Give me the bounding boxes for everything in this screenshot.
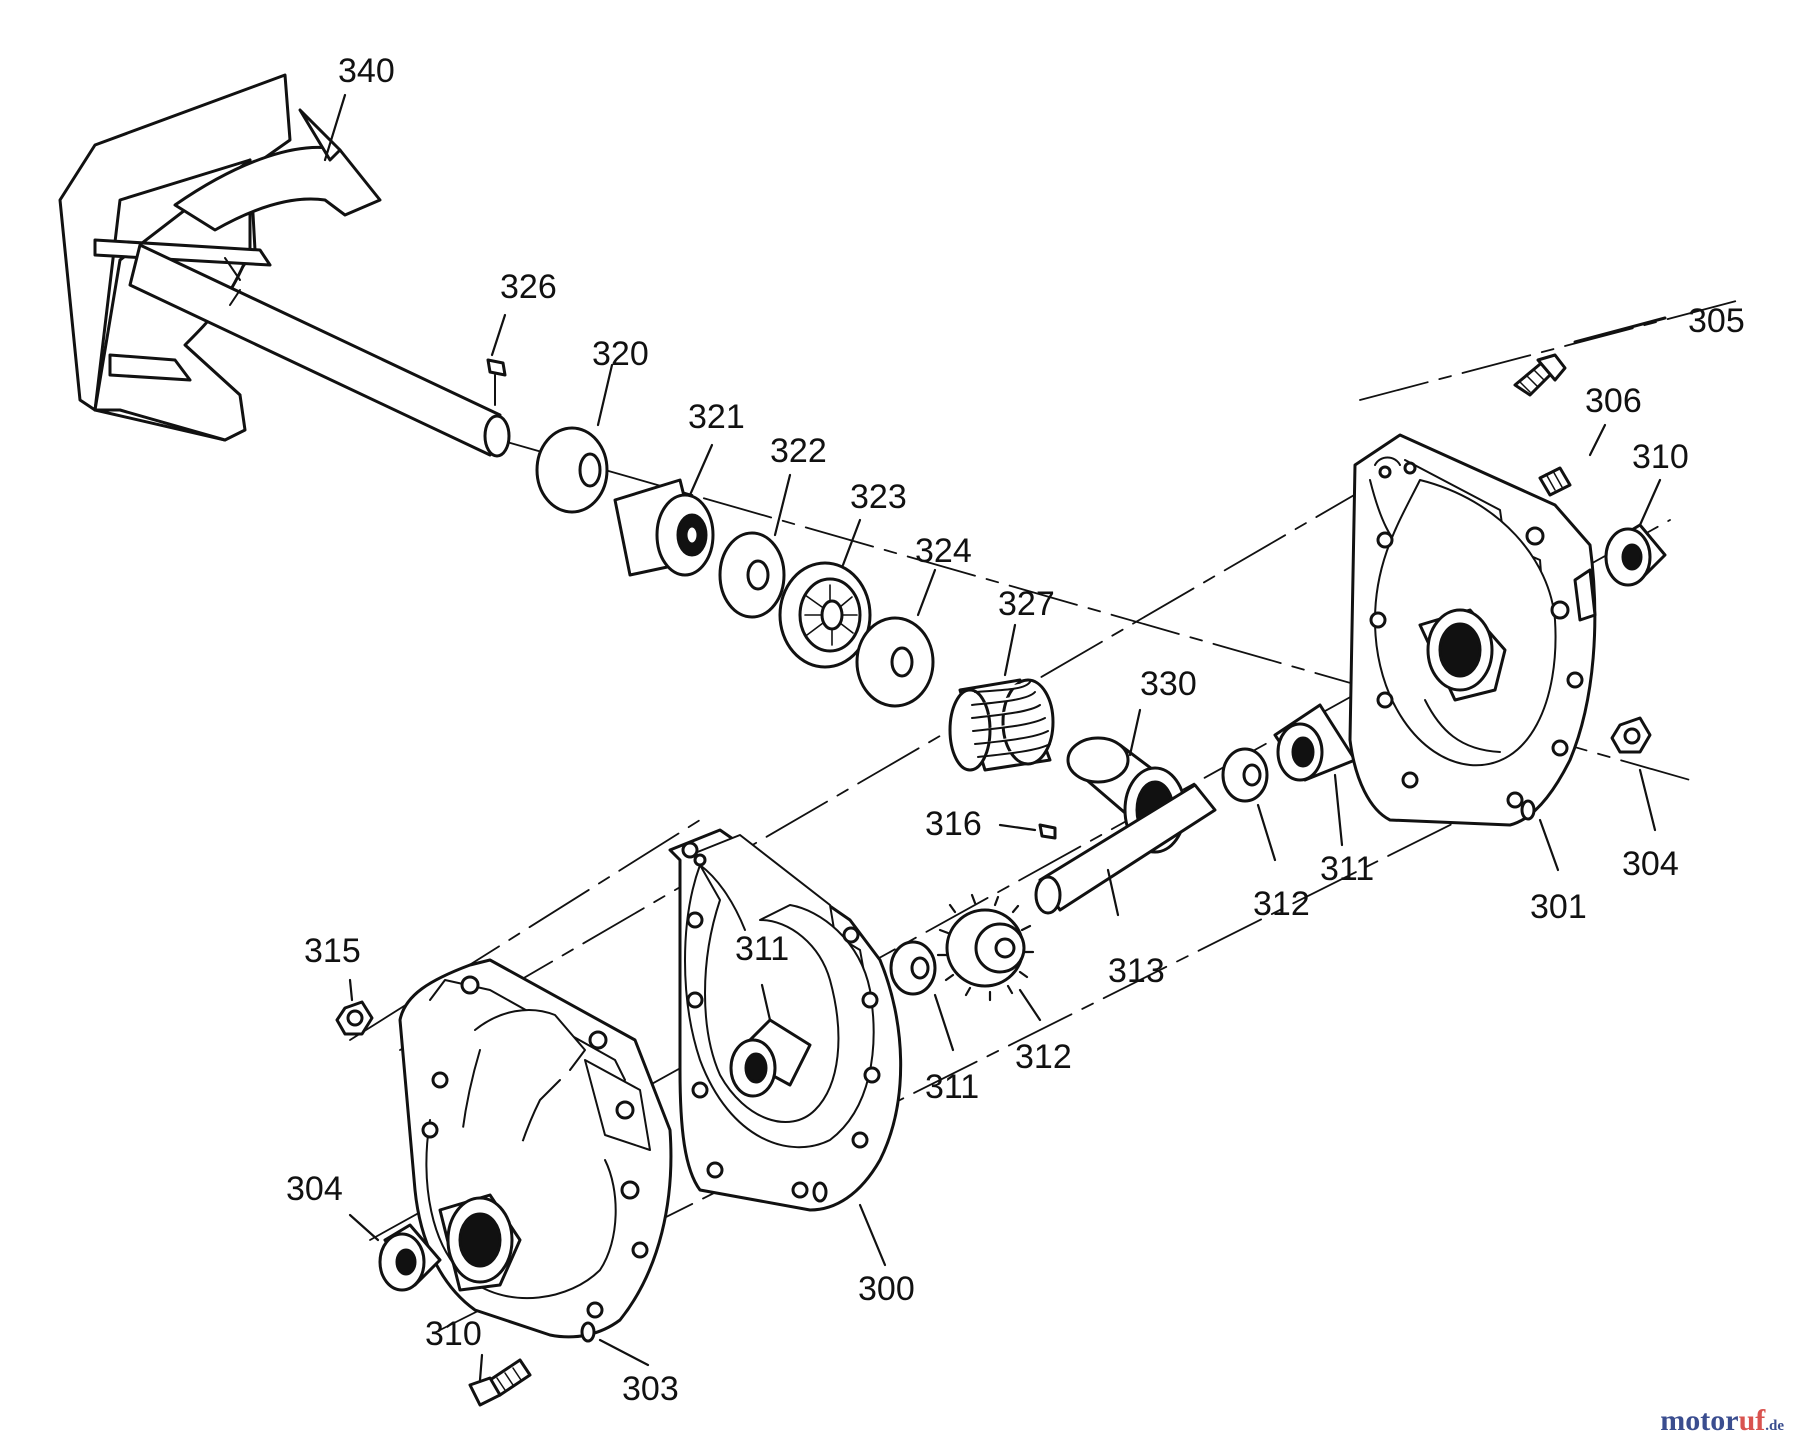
thrust-bearing-323 [778, 561, 872, 669]
label-330: 330 [1140, 665, 1197, 703]
nut-304-right [1610, 716, 1652, 754]
leader-lines [323, 93, 1667, 1382]
label-323: 323 [850, 478, 907, 516]
key-326 [486, 358, 507, 406]
label-312-right: 312 [1253, 885, 1310, 923]
washer-312-left [889, 940, 937, 996]
worm-gear-327 [948, 678, 1055, 772]
label-314: 300 [858, 1270, 915, 1308]
label-301: 301 [1530, 888, 1587, 926]
bolt-303 [468, 1358, 532, 1407]
label-327: 327 [998, 585, 1055, 623]
label-310-right: 310 [1632, 438, 1689, 476]
label-312-left: 311 [925, 1068, 979, 1106]
washer-322 [718, 531, 786, 619]
bushing-310-left [378, 1223, 442, 1292]
label-300: 303 [622, 1370, 679, 1408]
washer-324 [855, 616, 935, 708]
watermark-part2: uf [1738, 1404, 1766, 1437]
label-303: 310 [425, 1315, 482, 1353]
bushing-311-right [1273, 703, 1357, 782]
key-316 [1038, 823, 1057, 840]
setscrew-306 [1538, 466, 1572, 497]
bushing-310-right [1604, 523, 1667, 587]
bushing-311-left [729, 1018, 812, 1098]
label-326: 326 [500, 268, 557, 306]
label-304-right: 304 [1622, 845, 1679, 883]
watermark-part1: motor [1660, 1404, 1739, 1437]
label-322: 322 [770, 432, 827, 470]
shaft-313 [1034, 783, 1217, 915]
bolt-305 [1513, 353, 1567, 397]
label-316: 316 [925, 805, 982, 843]
part-labels: 340 326 320 321 322 323 324 327 330 316 … [286, 52, 1745, 1408]
nut-304-left [335, 1000, 374, 1036]
gasket-314 [668, 828, 903, 1212]
label-311-left: 311 [735, 930, 789, 968]
label-305: 305 [1688, 302, 1745, 340]
washer-320 [535, 426, 609, 514]
label-310-left: 304 [286, 1170, 343, 1208]
label-304-left: 315 [304, 932, 361, 970]
label-340: 340 [338, 52, 395, 90]
housing-301 [1348, 433, 1597, 827]
impeller-340 [58, 73, 511, 458]
washer-312-right [1221, 747, 1269, 803]
label-313: 313 [1108, 952, 1165, 990]
watermark-suffix: .de [1765, 1418, 1784, 1434]
watermark-logo: motoruf.de [1660, 1404, 1784, 1438]
housing-300 [398, 958, 673, 1343]
label-324: 324 [915, 532, 972, 570]
gear-315 [936, 893, 1035, 1002]
label-306: 306 [1585, 382, 1642, 420]
label-320: 320 [592, 335, 649, 373]
label-311-right: 311 [1320, 850, 1374, 888]
label-315: 312 [1015, 1038, 1072, 1076]
label-321: 321 [688, 398, 745, 436]
bearing-321 [613, 478, 715, 577]
